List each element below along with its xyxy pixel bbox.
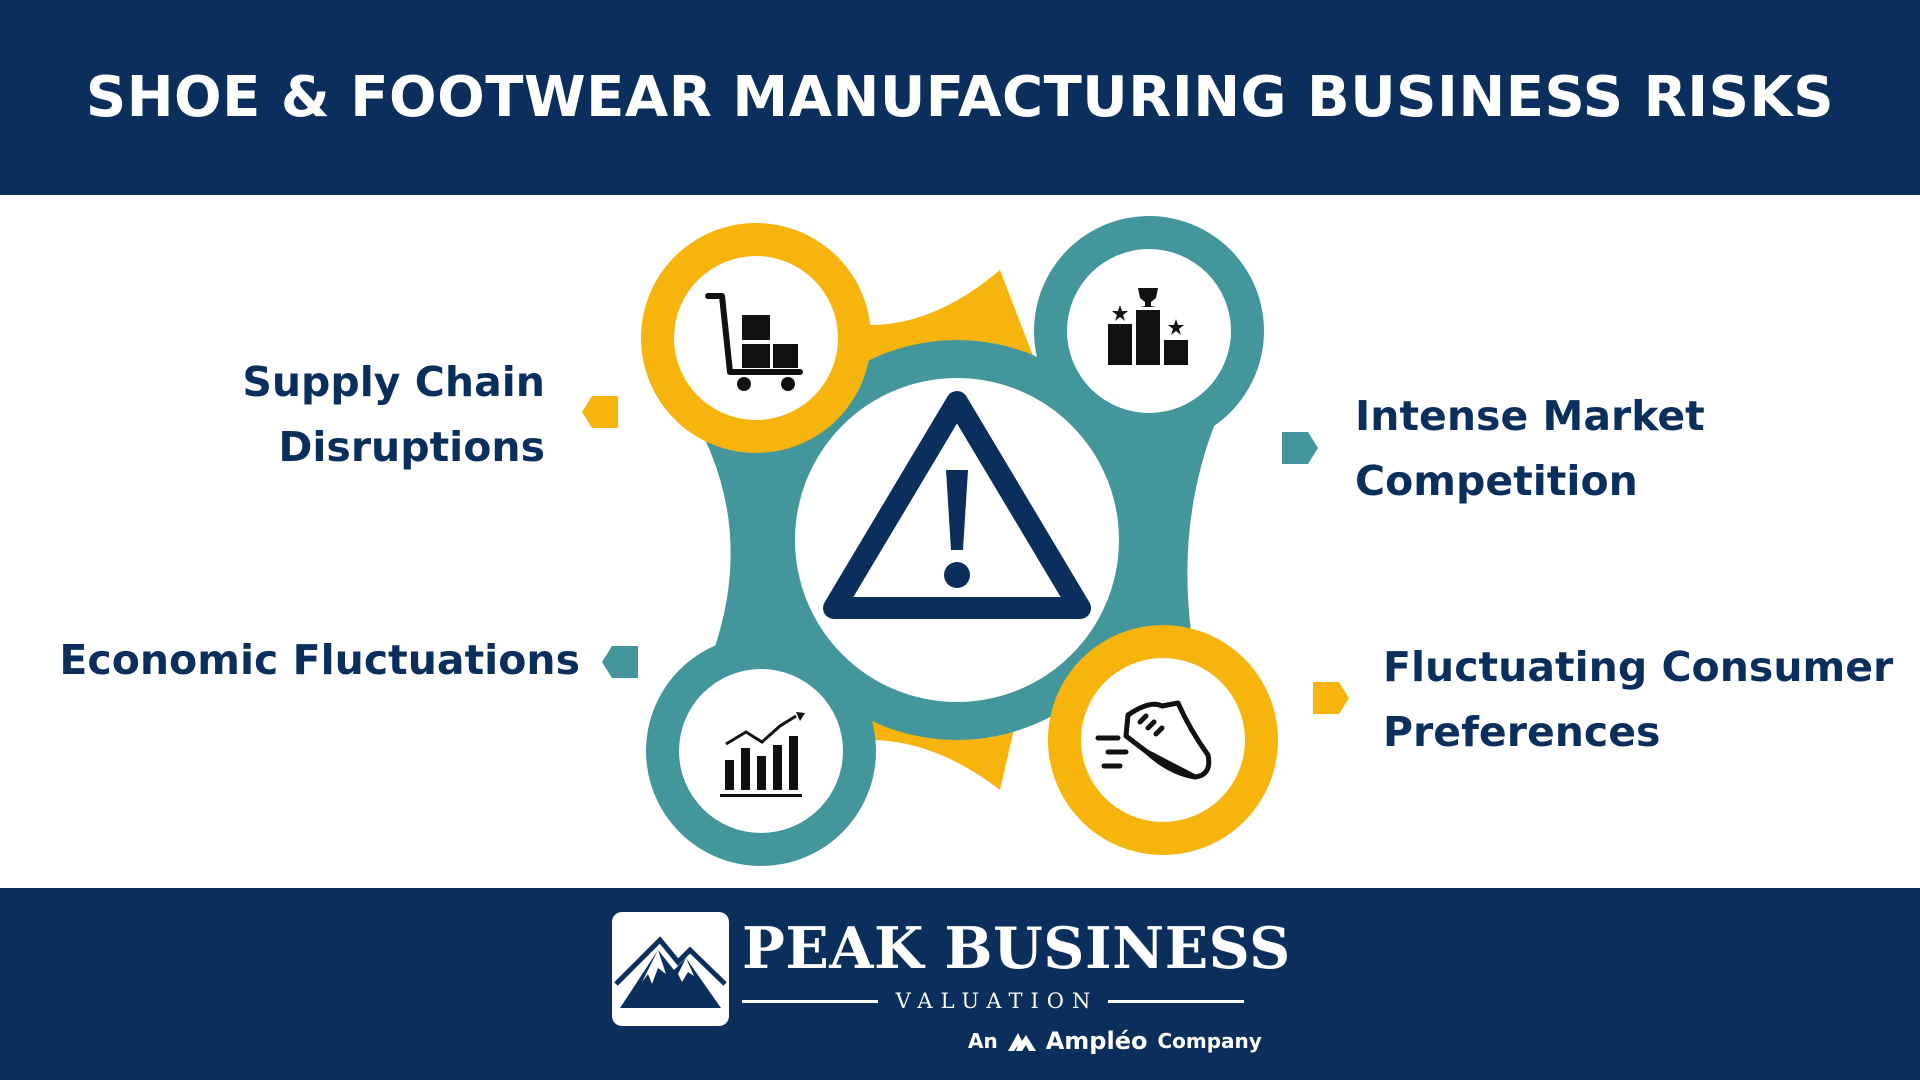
podium-trophy-icon	[1108, 288, 1188, 365]
label-line: Competition	[1355, 457, 1638, 505]
running-shoe-icon	[1095, 700, 1212, 780]
footer-banner	[0, 888, 1920, 1080]
mountain-logo-icon	[614, 936, 727, 1008]
label-consumer-preferences: Fluctuating Consumer Preferences	[1383, 635, 1903, 765]
label-market-competition: Intense Market Competition	[1355, 384, 1855, 514]
warning-triangle-icon	[823, 391, 1091, 619]
divider	[1108, 999, 1245, 1003]
tagline-brand: Ampléo	[1045, 1027, 1148, 1055]
divider	[742, 999, 878, 1003]
connector-top	[720, 270, 1050, 410]
brand-name: PEAK BUSINESS	[742, 915, 1291, 982]
page-title: SHOE & FOOTWEAR MANUFACTURING BUSINESS R…	[85, 65, 1835, 130]
pointer-supply	[582, 396, 618, 428]
brand-subtitle-row: VALUATION	[742, 984, 1245, 1018]
warehouse-trolley-icon	[705, 293, 803, 391]
header-banner: SHOE & FOOTWEAR MANUFACTURING BUSINESS R…	[0, 0, 1920, 195]
pointer-economic	[602, 646, 638, 678]
amplio-mark-icon	[1007, 1033, 1036, 1051]
brand-subtitle: VALUATION	[895, 989, 1099, 1013]
label-supply-chain: Supply Chain Disruptions	[195, 350, 545, 480]
label-line: Preferences	[1383, 708, 1661, 756]
label-economic-fluctuations: Economic Fluctuations	[40, 628, 580, 693]
pointer-competition	[1282, 432, 1318, 464]
node-disc-economic	[679, 669, 843, 833]
tagline-prefix: An	[968, 1029, 998, 1053]
bar-chart-trend-icon	[720, 712, 805, 797]
label-line: Disruptions	[278, 423, 545, 471]
pointer-preferences	[1313, 682, 1349, 714]
tagline-suffix: Company	[1157, 1029, 1262, 1053]
brand-logo-box	[612, 912, 729, 1026]
label-line: Fluctuating Consumer	[1383, 643, 1894, 691]
brand-tagline: An Ampléo Company	[968, 1022, 1262, 1060]
label-line: Intense Market	[1355, 392, 1705, 440]
label-line: Economic Fluctuations	[59, 636, 580, 684]
node-disc-preferences	[1081, 658, 1245, 822]
label-line: Supply Chain	[242, 358, 545, 406]
